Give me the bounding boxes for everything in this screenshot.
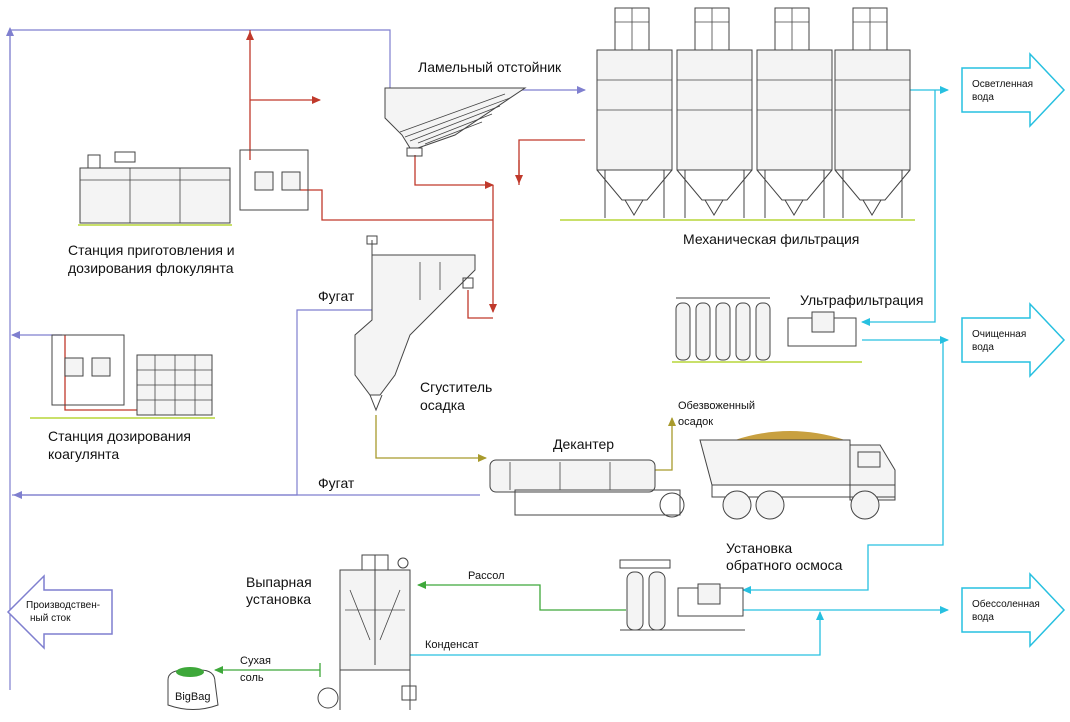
sludge-lines	[375, 415, 676, 471]
evaporator-label-2: установка	[246, 591, 311, 607]
output-arrow-purified: Очищенная вода	[961, 302, 1066, 378]
reverse-osmosis-icon	[619, 559, 745, 631]
dewatered-label-2: осадок	[678, 416, 713, 428]
thickener-label-2: осадка	[420, 397, 465, 413]
output-arrow-drain: Производствен- ный сток	[6, 574, 113, 650]
output-desalinated-line1: Обессоленная	[972, 598, 1040, 610]
fugat-top-label: Фугат	[318, 288, 355, 304]
lamella-label: Ламельный отстойник	[418, 59, 562, 75]
output-clarified-line1: Осветленная	[972, 79, 1033, 90]
dry-salt-label-2: соль	[240, 672, 264, 684]
fugat-bottom-label: Фугат	[318, 475, 355, 491]
dry-salt-label-1: Сухая	[240, 655, 271, 667]
bigbag-icon: BigBag	[167, 667, 219, 710]
sludge-thickener-icon	[354, 235, 476, 412]
mech-filtration-label: Механическая фильтрация	[683, 231, 859, 247]
output-purified-line2: вода	[972, 342, 994, 353]
output-arrow-clarified: Осветленная вода	[961, 52, 1066, 128]
lamella-settler-icon	[384, 87, 527, 157]
ro-label-2: обратного осмоса	[726, 557, 843, 573]
ultrafiltration-label: Ультрафильтрация	[800, 292, 923, 308]
clean-water-lines	[410, 86, 949, 656]
flocculant-station-icon	[78, 149, 309, 226]
ultrafiltration-icon	[672, 297, 862, 363]
output-purified-line1: Очищенная	[972, 329, 1026, 340]
output-arrow-desalinated: Обессоленная вода	[961, 572, 1066, 648]
output-drain-line1: Производствен-	[26, 600, 100, 611]
evaporator-icon	[317, 554, 417, 710]
output-drain-line2: ный сток	[30, 613, 71, 624]
dewatered-label-1: Обезвоженный	[678, 400, 755, 412]
output-clarified-line2: вода	[972, 92, 994, 103]
bigbag-label: BigBag	[175, 691, 210, 703]
decanter-icon	[489, 459, 685, 518]
coagulant-station-icon	[30, 334, 215, 419]
brine-label: Рассол	[468, 570, 505, 582]
output-desalinated-line2: вода	[972, 612, 994, 623]
decanter-label: Декантер	[553, 436, 614, 452]
ro-label-1: Установка	[726, 540, 792, 556]
condensate-label: Конденсат	[425, 639, 479, 651]
flocculant-label-1: Станция приготовления и	[68, 242, 235, 258]
mechanical-filter-icon	[560, 7, 915, 221]
coagulant-label-2: коагулянта	[48, 446, 119, 462]
thickener-label-1: Сгуститель	[420, 379, 492, 395]
coagulant-label-1: Станция дозирования	[48, 428, 191, 444]
reagent-lines	[64, 30, 585, 411]
evaporator-label-1: Выпарная	[246, 574, 312, 590]
flocculant-label-2: дозирования флокулянта	[68, 260, 234, 276]
brine-lines	[214, 581, 626, 677]
dump-truck-icon	[699, 431, 896, 520]
